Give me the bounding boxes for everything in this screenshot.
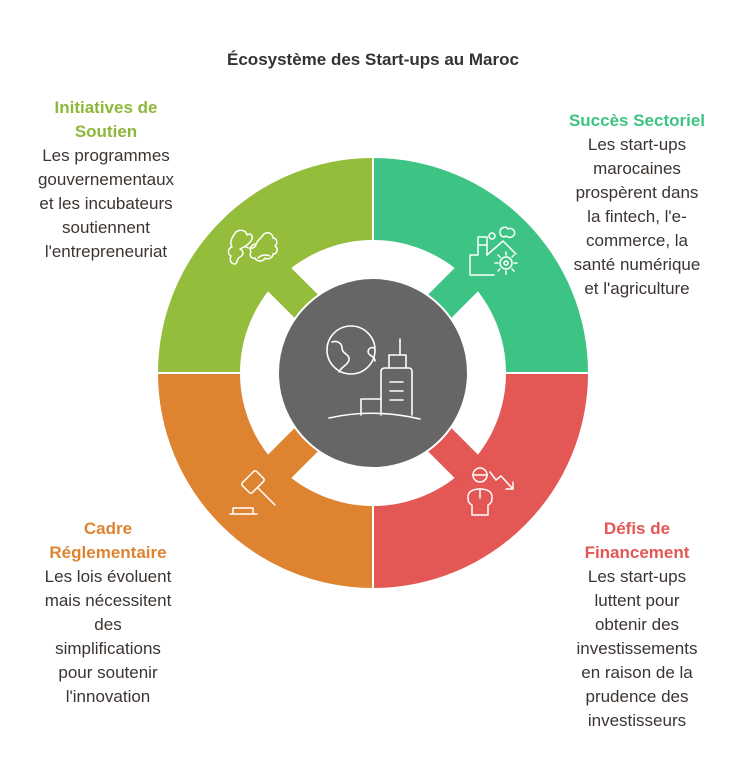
section-text: en raison de la xyxy=(581,663,693,682)
section-soutien: Initiatives de Soutien Les programmes go… xyxy=(6,96,206,264)
section-text: luttent pour xyxy=(594,591,680,610)
section-title: Initiatives de xyxy=(54,98,158,117)
section-text: obtenir des xyxy=(594,615,680,634)
section-text: prospèrent dans xyxy=(575,183,699,202)
section-defis: Défis de Financement Les start-ups lutte… xyxy=(537,517,737,733)
section-text: pour soutenir xyxy=(58,663,158,682)
section-text: Les lois évoluent xyxy=(44,567,172,586)
section-text: l'innovation xyxy=(65,687,151,706)
section-text: prudence des xyxy=(585,687,689,706)
section-text: commerce, la xyxy=(585,231,689,250)
section-succes: Succès Sectoriel Les start-ups marocaine… xyxy=(537,109,737,301)
gavel-icon xyxy=(229,470,276,515)
section-text: mais nécessitent xyxy=(44,591,172,610)
section-text: l'entrepreneuriat xyxy=(44,242,168,261)
section-text: gouvernementaux xyxy=(37,170,175,189)
section-text: Les programmes xyxy=(42,146,170,165)
factory-gear-icon xyxy=(469,226,518,276)
section-text: Les start-ups xyxy=(587,567,687,586)
section-text: des xyxy=(94,615,122,634)
globe-city-icon xyxy=(326,325,421,420)
section-text: investisseurs xyxy=(587,711,687,730)
section-text: la fintech, l'e- xyxy=(587,207,687,226)
section-title: Réglementaire xyxy=(49,543,167,562)
section-text: investissements xyxy=(576,639,698,658)
handshake-icon xyxy=(227,229,278,265)
section-text: santé numérique xyxy=(573,255,701,274)
section-title: Soutien xyxy=(74,122,138,141)
section-text: soutiennent xyxy=(62,218,150,237)
section-text: et les incubateurs xyxy=(39,194,173,213)
section-title: Financement xyxy=(584,543,690,562)
section-text: et l'agriculture xyxy=(584,279,690,298)
diagram-title: Écosystème des Start-ups au Maroc xyxy=(227,50,519,69)
section-text: simplifications xyxy=(55,639,161,658)
section-cadre: Cadre Réglementaire Les lois évoluent ma… xyxy=(8,517,208,709)
section-title: Défis de xyxy=(603,519,671,538)
section-text: marocaines xyxy=(593,159,681,178)
person-declining-icon xyxy=(467,467,514,516)
section-title: Cadre xyxy=(83,519,133,538)
section-title: Succès Sectoriel xyxy=(568,111,706,130)
section-text: Les start-ups xyxy=(587,135,687,154)
center-circle xyxy=(277,277,469,469)
